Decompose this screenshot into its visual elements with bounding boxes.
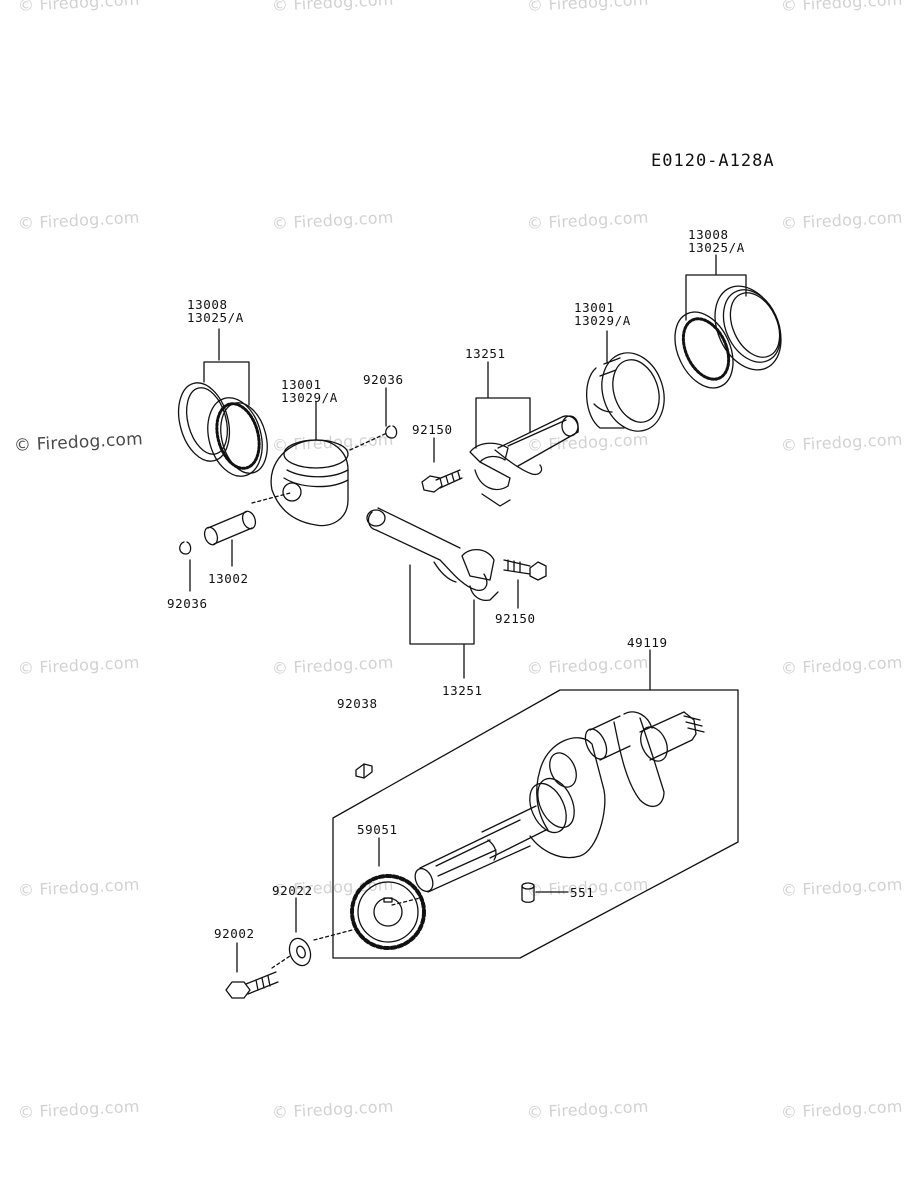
left-piston-rings (177, 382, 268, 477)
label-bolt-crank: 92002 (214, 926, 255, 941)
right-piston (585, 352, 665, 432)
label-key: 92038 (337, 696, 378, 711)
crank-gear (350, 874, 426, 950)
piston-pin (203, 510, 257, 546)
bottom-rod-bolt (503, 559, 547, 581)
label-rod-bottom: 13251 (442, 683, 483, 698)
label-crankshaft: 49119 (627, 635, 668, 650)
top-rod-bolt (421, 469, 463, 493)
circlips (179, 425, 398, 555)
right-piston-rings (674, 285, 782, 389)
label-bolt-top: 92150 (412, 422, 453, 437)
label-rod-top: 13251 (465, 346, 506, 361)
crankshaft (414, 711, 705, 893)
woodruff-key (355, 763, 373, 779)
top-connecting-rod (469, 415, 579, 507)
label-left-rings-a: 13008 (187, 297, 228, 312)
left-piston (270, 439, 349, 527)
label-bolt-bottom: 92150 (495, 611, 536, 626)
label-left-piston-b: 13029/A (281, 390, 338, 405)
bottom-connecting-rod (366, 507, 499, 602)
dowel-pin (521, 882, 535, 903)
washer (288, 937, 312, 967)
label-right-rings-b: 13025/A (688, 240, 745, 255)
crank-bolt (225, 971, 279, 999)
label-left-rings-b: 13025/A (187, 310, 244, 325)
label-washer: 92022 (272, 883, 313, 898)
diagram-code: E0120-A128A (651, 151, 775, 171)
label-pin: 13002 (208, 571, 249, 586)
label-left-piston-a: 13001 (281, 377, 322, 392)
label-dowel: 551 (570, 885, 595, 900)
label-right-piston-b: 13029/A (574, 313, 631, 328)
label-right-rings-a: 13008 (688, 227, 729, 242)
label-circlip-top: 92036 (363, 372, 404, 387)
label-gear: 59051 (357, 822, 398, 837)
label-circlip-bottom: 92036 (167, 596, 208, 611)
label-right-piston-a: 13001 (574, 300, 615, 315)
leader-lines (189, 254, 747, 973)
